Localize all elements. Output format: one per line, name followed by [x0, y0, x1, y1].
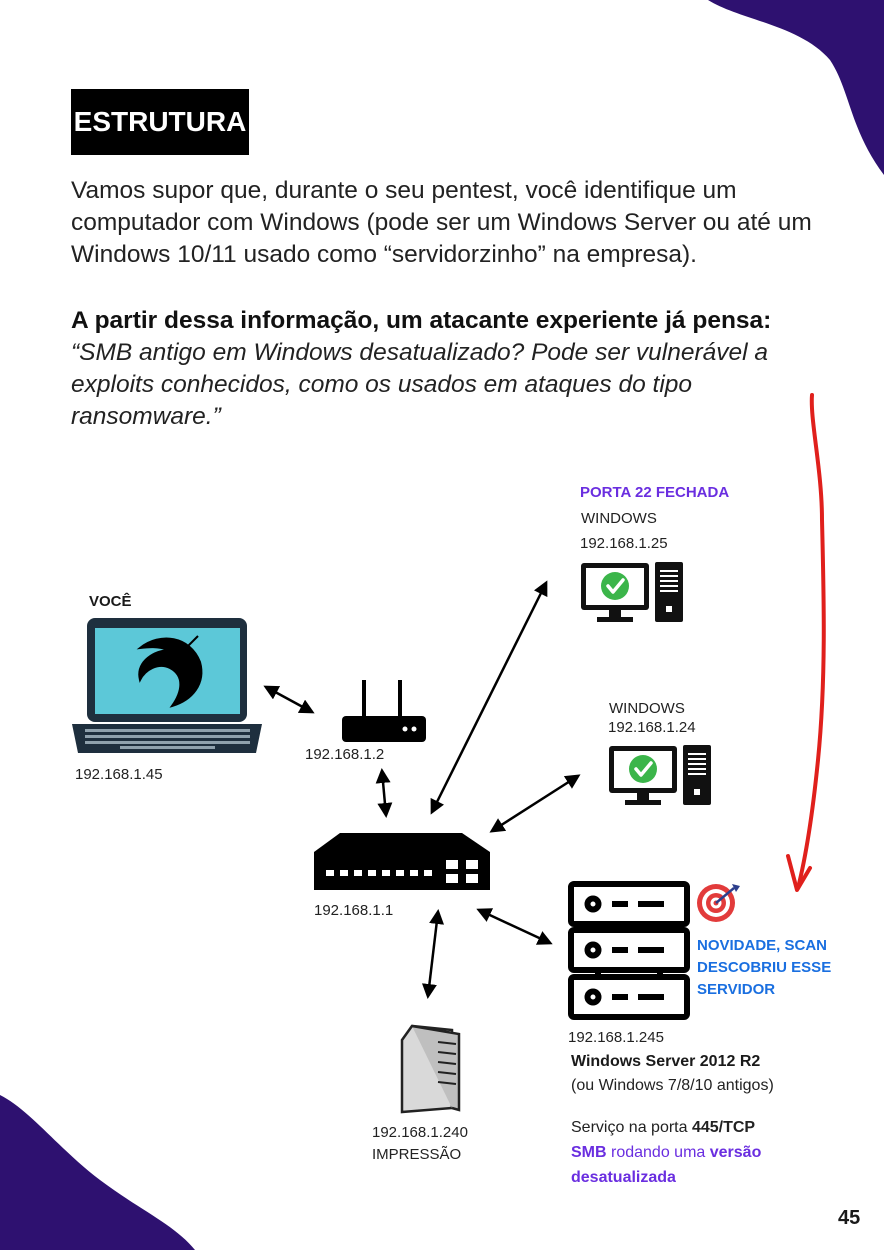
server-os: Windows Server 2012 R2	[571, 1053, 761, 1070]
desktop-check-icon-2	[609, 745, 711, 805]
win2-os: WINDOWS	[609, 700, 685, 717]
link-switch-server	[476, 908, 553, 945]
desktop-check-icon-1	[581, 562, 683, 622]
section-title: ESTRUTURA	[71, 89, 249, 155]
printer-label: IMPRESSÃO	[372, 1146, 462, 1163]
link-laptop-router	[263, 685, 315, 714]
printer-tower-icon	[400, 1024, 461, 1114]
intro-paragraph: Vamos supor que, durante o seu pentest, …	[71, 177, 812, 268]
you-ip: 192.168.1.45	[75, 766, 163, 783]
switch-icon	[314, 833, 490, 890]
laptop-icon	[72, 618, 262, 753]
link-switch-win2	[489, 774, 581, 833]
lead-sentence: A partir dessa informação, um atacante e…	[71, 307, 772, 334]
printer-ip: 192.168.1.240	[372, 1124, 468, 1141]
target-icon	[697, 884, 740, 922]
server-ip: 192.168.1.245	[568, 1029, 664, 1046]
router-ip: 192.168.1.2	[305, 746, 385, 763]
attacker-quote: “SMB antigo em Windows desatualizado? Po…	[71, 339, 769, 430]
switch-ip: 192.168.1.1	[314, 902, 394, 919]
page-number: 45	[838, 1207, 861, 1229]
link-switch-printer	[421, 909, 445, 999]
kali-dragon-icon	[136, 635, 203, 708]
win1-note: PORTA 22 FECHADA	[580, 484, 730, 501]
win1-ip: 192.168.1.25	[580, 535, 668, 552]
win2-ip: 192.168.1.24	[608, 719, 696, 736]
win1-os: WINDOWS	[581, 510, 657, 527]
server-os-alt: (ou Windows 7/8/10 antigos)	[571, 1077, 774, 1094]
link-router-switch	[375, 768, 393, 818]
server-service: Serviço na porta 445/TCP SMB rodando uma…	[571, 1119, 762, 1186]
annotation-arrow	[796, 393, 826, 890]
you-label: VOCÊ	[89, 593, 132, 610]
router-icon	[342, 680, 426, 742]
link-switch-win1	[430, 580, 548, 815]
server-rack-icon	[568, 881, 690, 1020]
server-note: NOVIDADE, SCAN DESCOBRIU ESSE SERVIDOR	[697, 937, 832, 998]
